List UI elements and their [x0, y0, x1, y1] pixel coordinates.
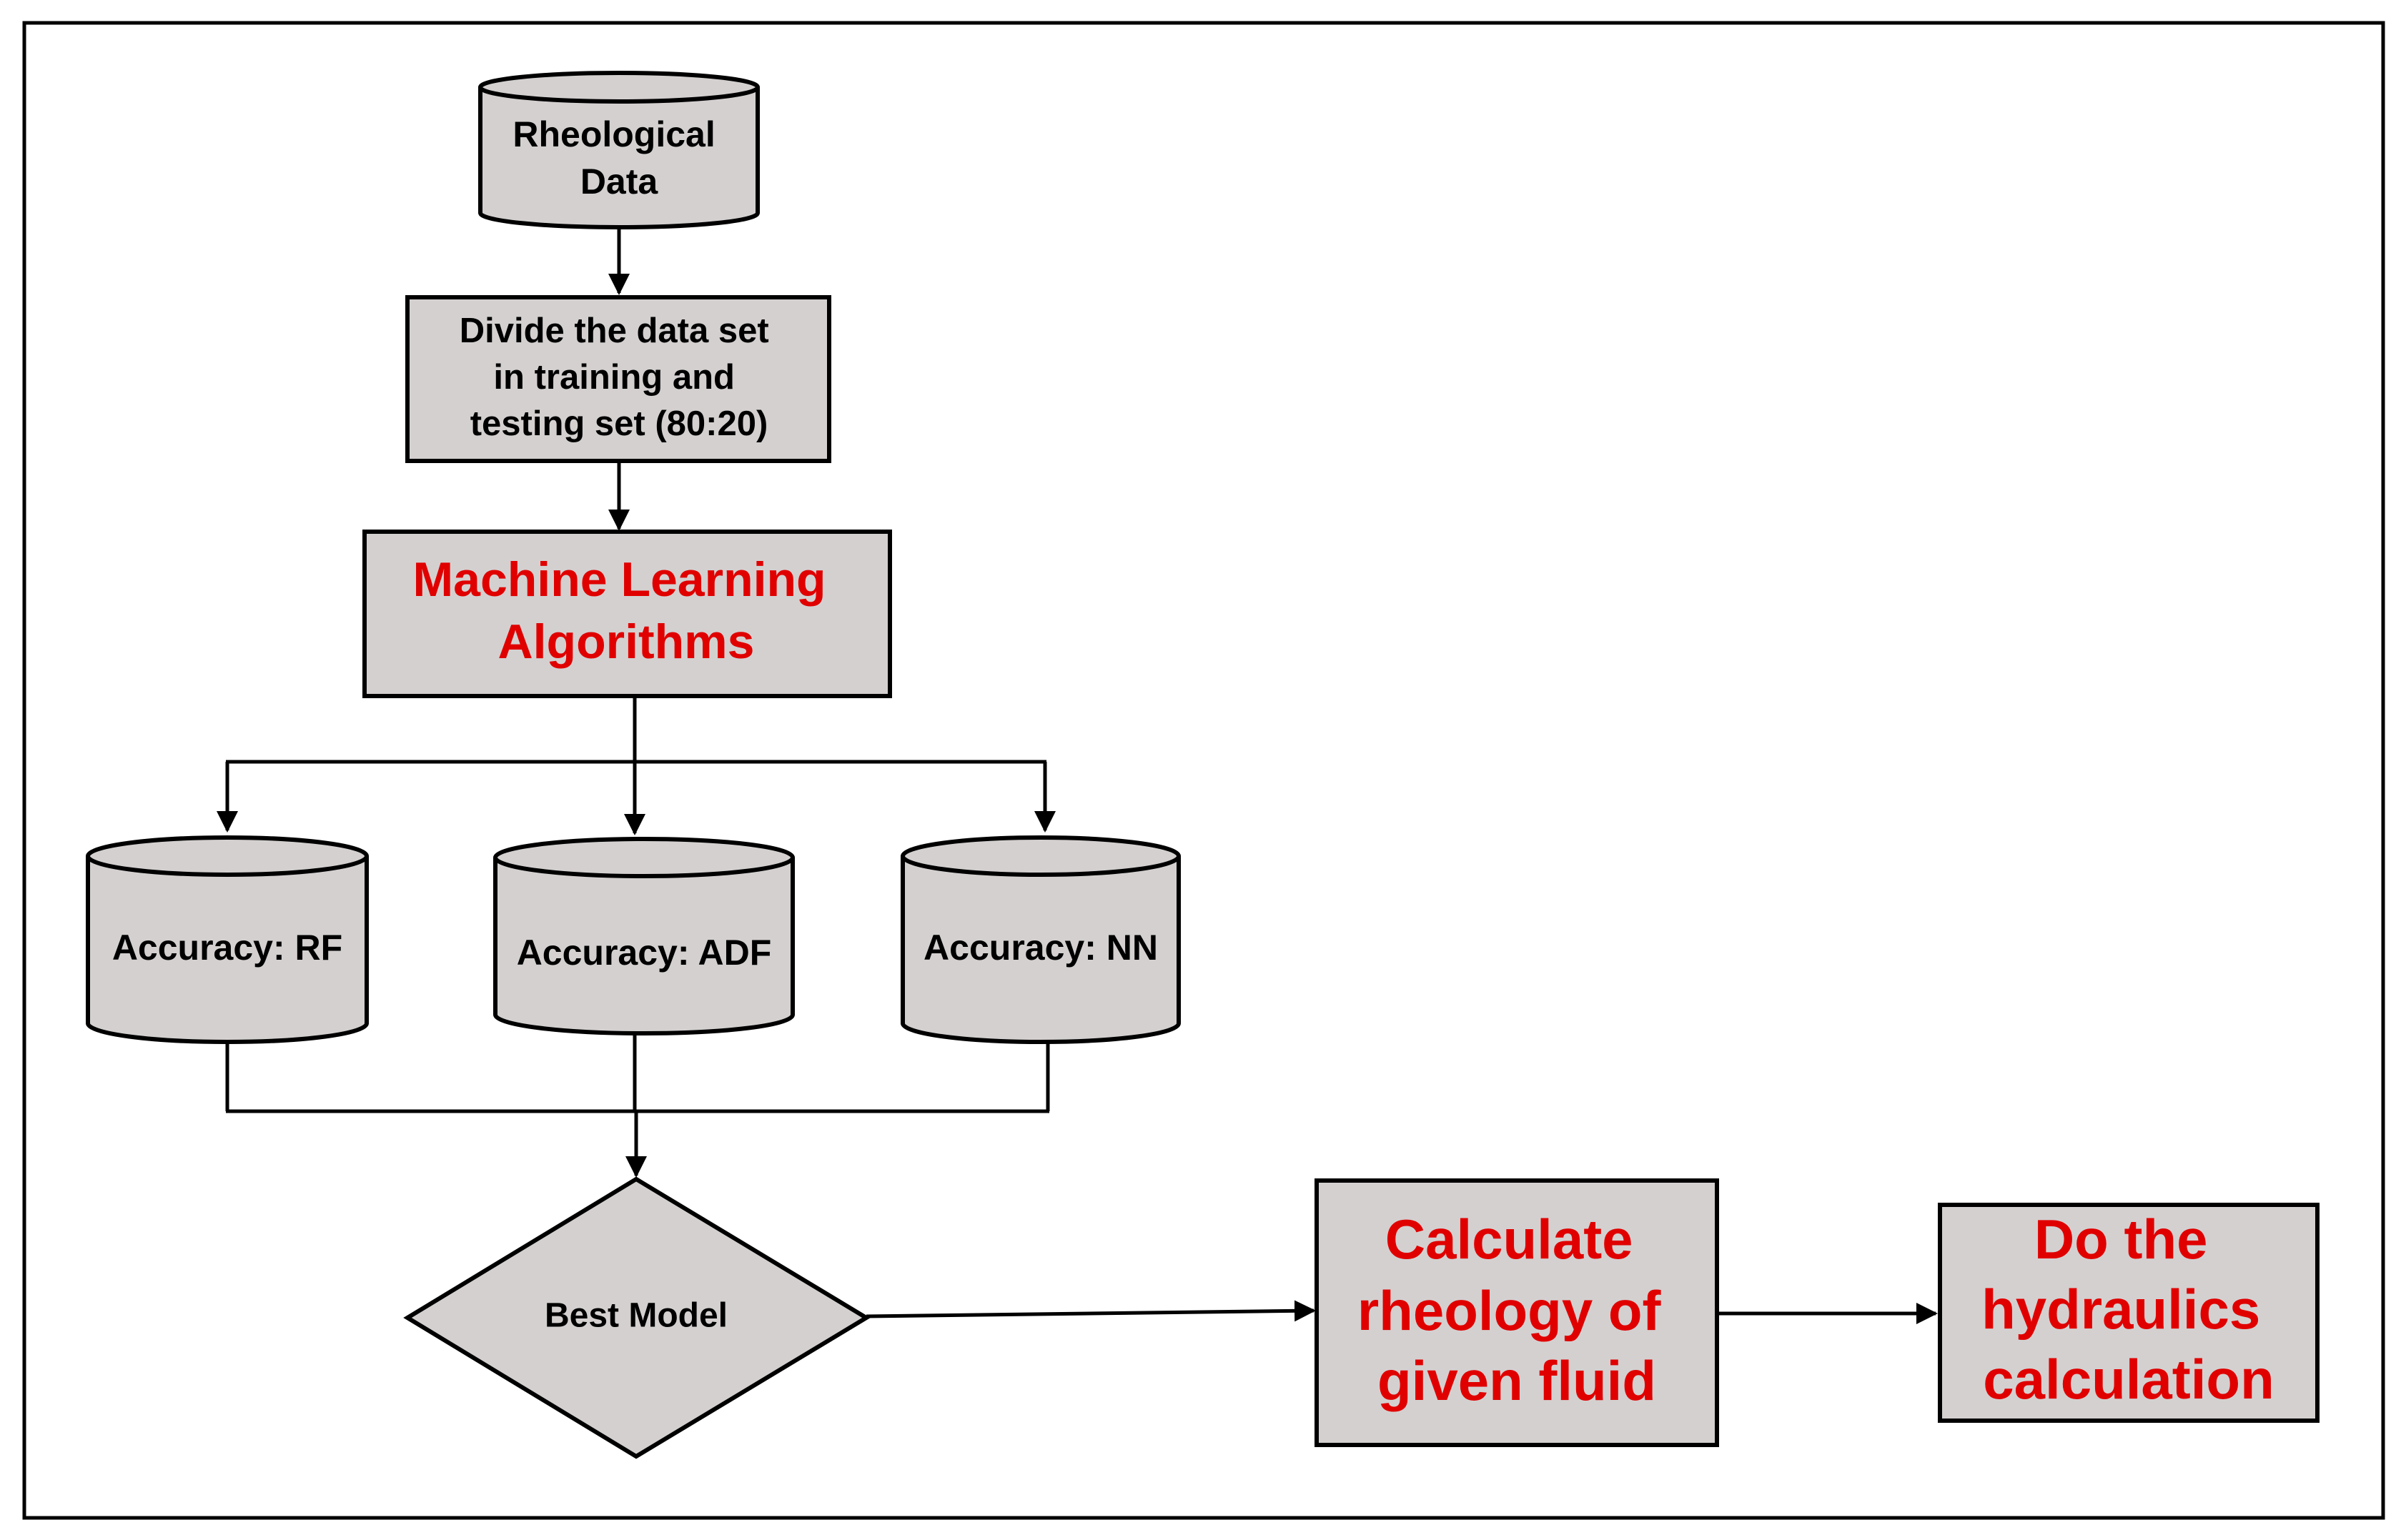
accuracy-rf-node: Accuracy: RF — [86, 835, 369, 1044]
ml-algorithms-box — [362, 530, 892, 698]
hydraulics-label: Do the hydraulics calculation — [1981, 1208, 2276, 1411]
rheological-data-cylinder-body — [478, 87, 760, 229]
accuracy-rf-cylinder-body — [86, 856, 369, 1044]
calculate-rheology-node: Calculate rheology of given fluid — [1315, 1178, 1719, 1447]
edge-best-to-calculate — [866, 1300, 1316, 1322]
accuracy-nn-cylinder-body — [901, 856, 1181, 1044]
hydraulics-node: Do the hydraulics calculation — [1938, 1203, 2320, 1423]
rheological-data-node: Rheological Data — [478, 71, 760, 229]
edges — [217, 225, 1938, 1324]
accuracy-adf-cylinder-body — [493, 858, 795, 1035]
accuracy-rf-label: Accuracy: RF — [112, 928, 342, 968]
accuracy-nn-node: Accuracy: NN — [901, 835, 1181, 1044]
hydraulics-box — [1938, 1203, 2320, 1423]
accuracy-adf-cylinder-top — [493, 837, 795, 878]
best-model-node: Best Model — [403, 1176, 871, 1459]
accuracy-nn-label: Accuracy: NN — [924, 928, 1158, 968]
ml-algorithms-label: Machine Learning Algorithms — [412, 552, 839, 669]
outer-frame — [22, 21, 2385, 1520]
calculate-rheology-box — [1315, 1178, 1719, 1447]
divide-data-label: Divide the data set in training and test… — [460, 312, 779, 443]
best-model-diamond — [403, 1176, 871, 1459]
divide-data-box — [405, 295, 831, 463]
best-model-label: Best Model — [545, 1297, 728, 1335]
accuracy-rf-cylinder-top — [86, 835, 369, 877]
accuracy-adf-label: Accuracy: ADF — [517, 933, 772, 973]
rheological-data-label: Rheological Data — [513, 114, 725, 202]
calculate-rheology-label: Calculate rheology of given fluid — [1357, 1208, 1676, 1412]
accuracy-nn-cylinder-top — [901, 835, 1181, 877]
rheological-data-cylinder-top — [478, 71, 760, 104]
divide-data-node: Divide the data set in training and test… — [405, 295, 831, 463]
ml-algorithms-node: Machine Learning Algorithms — [362, 530, 892, 698]
accuracy-adf-node: Accuracy: ADF — [493, 837, 795, 1035]
